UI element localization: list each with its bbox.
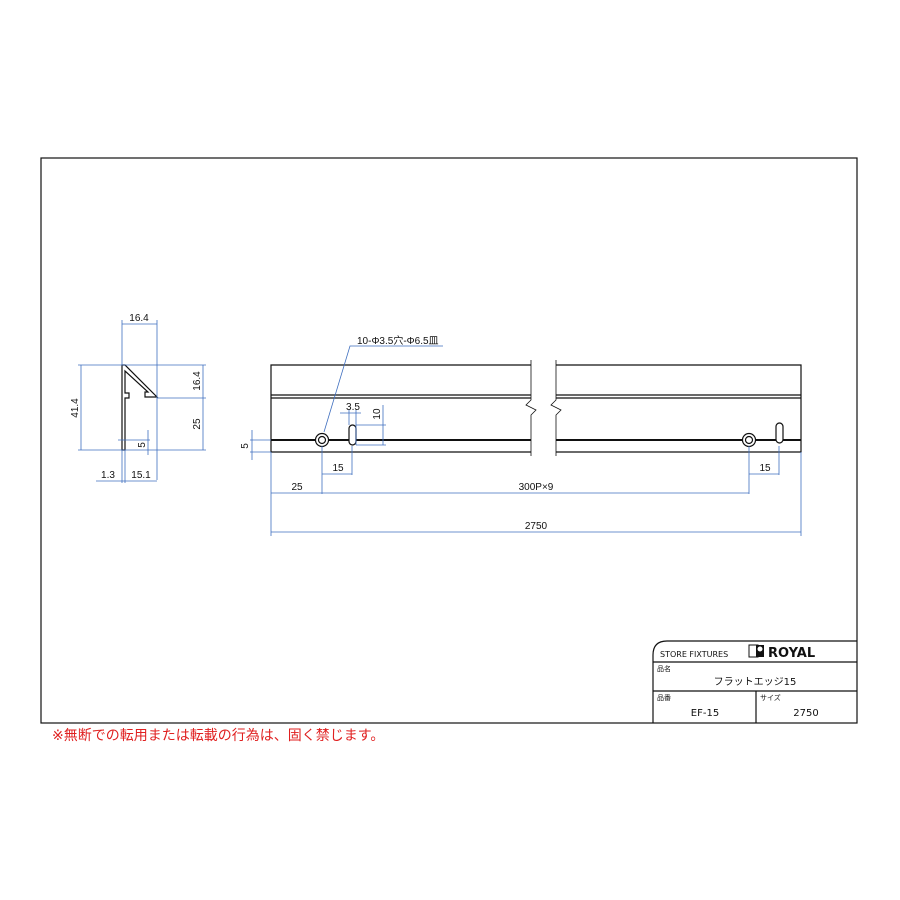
- copyright-notice: ※無断での転用または転載の行為は、固く禁じます。: [52, 728, 385, 744]
- brand-name: ROYAL: [768, 646, 815, 661]
- dim-first-hole: 25: [291, 482, 303, 493]
- sheet-border: [40, 157, 858, 724]
- dim-top-width: 16.4: [129, 313, 149, 324]
- dim-hole-slot-left: 15: [332, 463, 344, 474]
- countersunk-hole: [314, 432, 330, 448]
- name-label: 品名: [657, 664, 671, 673]
- dim-slot-length: 10: [372, 408, 383, 420]
- dim-pitch: 300P×9: [519, 482, 554, 493]
- profile-outline: [121, 364, 159, 451]
- dim-web-thickness: 1.3: [101, 470, 115, 481]
- front-view: 10-Φ3.5穴-Φ6.5皿 3.5 10 5 15 15 25 300P×9 …: [240, 334, 802, 536]
- product-code: EF-15: [691, 708, 719, 719]
- product-size: 2750: [793, 708, 818, 719]
- code-label: 品番: [657, 694, 671, 702]
- dim-lower-height: 25: [192, 418, 203, 430]
- dim-hole-slot-right: 15: [759, 463, 771, 474]
- category-label: STORE FIXTURES: [660, 650, 728, 659]
- section-view: 16.4 41.4 16.4 25 5 1.3 15.1: [70, 313, 206, 483]
- slot: [348, 424, 357, 446]
- product-name: フラットエッジ15: [714, 676, 797, 688]
- dim-slot-width: 3.5: [346, 402, 360, 413]
- dim-slot-offset: 5: [137, 442, 148, 448]
- dim-flange-width: 15.1: [131, 470, 151, 481]
- dim-height: 41.4: [70, 398, 81, 418]
- hole-callout: 10-Φ3.5穴-Φ6.5皿: [357, 334, 439, 347]
- dim-upper-height: 16.4: [192, 371, 203, 391]
- royal-logo: ROYAL: [748, 644, 815, 661]
- size-label: サイズ: [760, 693, 781, 702]
- title-block: STORE FIXTURES ROYAL 品名 フラットエッジ15 品番 EF-…: [652, 640, 857, 723]
- dim-total-length: 2750: [525, 521, 548, 532]
- dim-edge-offset: 5: [240, 443, 251, 449]
